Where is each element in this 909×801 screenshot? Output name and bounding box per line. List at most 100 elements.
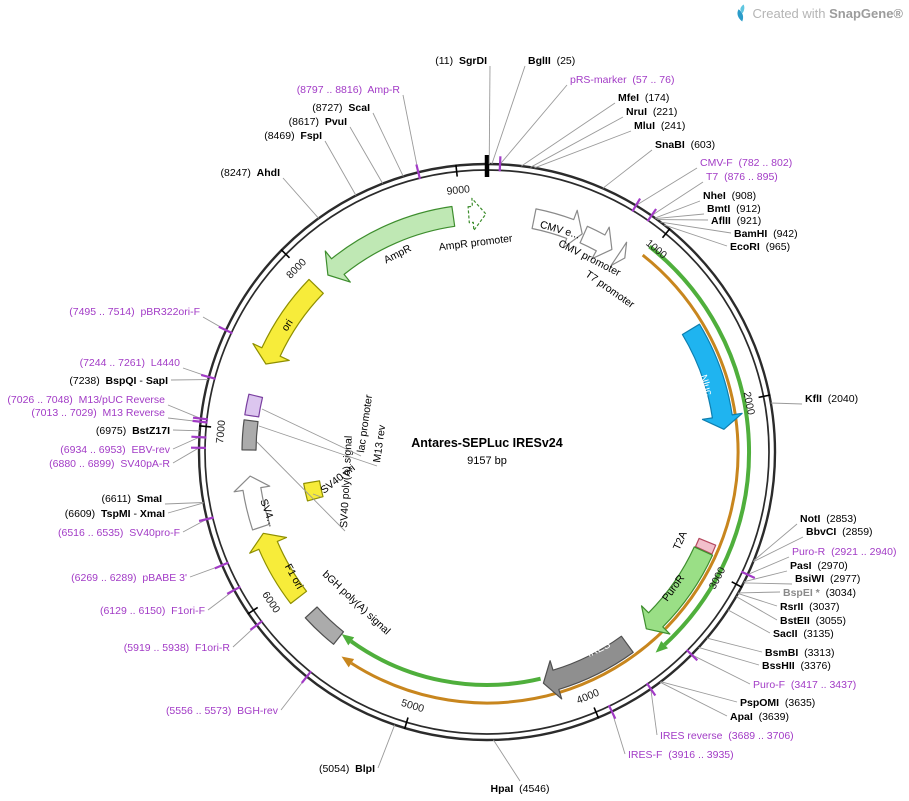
feature-label-ampr-promoter: AmpR promoter (438, 232, 514, 253)
site-label-bgh-rev: (5556 .. 5573) BGH-rev (166, 705, 279, 717)
orf-arc-green-right-arrowhead (655, 641, 668, 653)
feature-f1-ori (249, 532, 308, 605)
site-leader-blpi (377, 724, 396, 769)
site-leader-bmti (655, 213, 705, 220)
site-leader-mlui (534, 130, 632, 169)
feature-ori (252, 278, 324, 365)
primer-tick-amp-r (415, 164, 422, 180)
site-label-mlui: MluI (241) (634, 120, 685, 132)
primer-tick-cmv-f (631, 198, 642, 213)
site-label-smai: (6611) SmaI (101, 493, 162, 505)
feature-sv40-polya (241, 419, 259, 451)
site-leader-nrui (530, 116, 624, 168)
site-leader-bsteii (735, 596, 778, 621)
feature-leader-3 (312, 493, 322, 498)
site-leader-tspmi-xmai (167, 502, 204, 514)
feature-label-m13-rev: M13 rev (371, 423, 388, 463)
site-label-sv40pro-f: (6516 .. 6535) SV40pro-F (58, 527, 180, 539)
feature-label-sv40-polya: SV40 poly(A) signal (338, 435, 355, 528)
primer-tick-f1ori-r (249, 620, 264, 631)
watermark: Created with SnapGene® (734, 4, 903, 22)
feature-label-ori: ori (279, 317, 295, 333)
mrna-arc-orange (350, 253, 740, 705)
feature-ampr (324, 205, 456, 283)
tick-8000 (280, 248, 291, 259)
site-label-bstz17i: (6975) BstZ17I (96, 425, 170, 437)
feature-t2a (694, 537, 717, 555)
site-leader-m13-puc-reverse (167, 404, 202, 420)
primer-tick-ires-reverse (645, 682, 657, 697)
site-label-apai: ApaI (3639) (730, 711, 789, 723)
primer-tick-pbabe-3 (214, 561, 230, 570)
primer-tick-bgh-rev (300, 670, 312, 684)
site-label-m13-reverse: (7013 .. 7029) M13 Reverse (31, 407, 165, 419)
site-label-bmti: BmtI (912) (707, 203, 761, 215)
tick-label-4000: 4000 (575, 687, 601, 707)
tick-4000 (593, 707, 600, 719)
feature-sv40-ori (303, 480, 324, 502)
feature-label-lac-promoter: lac promoter (355, 393, 375, 453)
site-leader-bstz17i (172, 429, 200, 432)
site-label-bglii: BglII (25) (528, 55, 575, 67)
feature-leader-1 (258, 425, 378, 467)
watermark-text: Created with SnapGene® (753, 6, 903, 21)
tick-6000 (247, 606, 259, 615)
site-label-bsshii: BssHII (3376) (762, 660, 831, 672)
site-leader-noti (753, 523, 798, 561)
site-leader-rsrii (737, 592, 778, 607)
site-leader-fspi (324, 140, 357, 196)
site-leader-ecori (663, 224, 728, 247)
primer-tick-ebv-rev (191, 435, 207, 439)
feature-puror (640, 546, 714, 635)
tick-label-9000: 9000 (446, 183, 471, 197)
site-leader-scai (372, 112, 404, 177)
site-leader-nhei (654, 200, 701, 219)
tick-5000 (403, 717, 409, 730)
site-leader-ahdi (282, 177, 319, 219)
site-leader-bsiwi (743, 582, 793, 585)
feature-bgh-polya (304, 606, 345, 645)
site-leader-ebv-rev (172, 436, 200, 450)
site-leader-puro-f (691, 654, 751, 685)
site-leader-prs-marker (499, 84, 568, 165)
site-label-f1ori-f: (6129 .. 6150) F1ori-F (100, 605, 205, 617)
feature-sv40-promoter (233, 475, 271, 531)
site-leader-puro-r (747, 556, 790, 576)
site-label-fspi: (8469) FspI (264, 130, 322, 142)
tick-3000 (731, 581, 743, 589)
site-label-sacii: SacII (3135) (773, 628, 834, 640)
site-label-pbabe-3: (6269 .. 6289) pBABE 3' (71, 572, 187, 584)
feature-ampr-promoter (467, 197, 487, 231)
site-leader-pasi (743, 570, 788, 583)
site-leader-snabi (602, 149, 653, 189)
tick-2000 (758, 394, 771, 399)
site-label-puro-r: Puro-R (2921 .. 2940) (792, 546, 896, 558)
primer-tick-t7 (646, 208, 658, 222)
site-label-pasi: PasI (2970) (790, 560, 848, 572)
site-label-pvui: (8617) PvuI (289, 116, 347, 128)
site-label-t7: T7 (876 .. 895) (706, 171, 778, 183)
tick-7000 (199, 425, 212, 428)
plasmid-size: 9157 bp (467, 455, 507, 467)
tick-label-2000: 2000 (741, 391, 757, 416)
site-label-f1ori-r: (5919 .. 5938) F1ori-R (124, 642, 231, 654)
feature-t7-promoter (610, 241, 628, 267)
site-leader-hpai (493, 739, 521, 782)
site-label-ecori: EcoRI (965) (730, 241, 790, 253)
site-label-pbr322ori-f: (7495 .. 7514) pBR322ori-F (69, 306, 200, 318)
orf-arc-green-bottom (350, 639, 542, 687)
site-label-noti: NotI (2853) (800, 513, 857, 525)
watermark-prefix: Created with (752, 5, 830, 21)
feature-leader-2 (256, 441, 346, 532)
site-label-ebv-rev: (6934 .. 6953) EBV-rev (60, 444, 170, 456)
site-label-bsmbi: BsmBI (3313) (765, 647, 834, 659)
primer-tick-m13-reverse (192, 419, 208, 424)
backbone-outer-circle (197, 162, 777, 742)
site-label-bbvci: BbvCI (2859) (806, 526, 873, 538)
site-label-pspomi: PspOMI (3635) (740, 697, 815, 709)
tick-label-6000: 6000 (259, 589, 282, 615)
plasmid-title: Antares-SEPLuc IRESv24 (411, 436, 562, 450)
site-leader-amp-r (402, 94, 419, 173)
site-leader-kfli (770, 402, 803, 405)
